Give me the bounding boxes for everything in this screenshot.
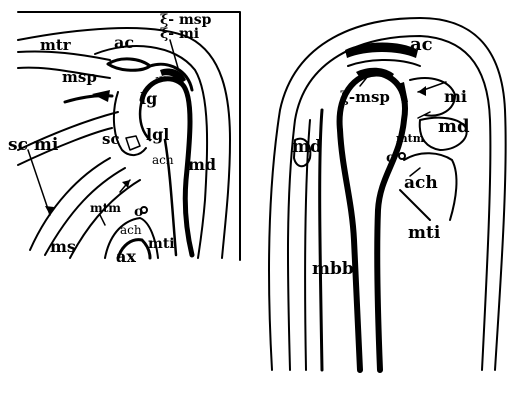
label-mti-right: mti	[408, 223, 441, 243]
label-ms: ms	[50, 237, 76, 256]
label-ax: ax	[116, 247, 136, 266]
label-md-left-right-panel: md	[292, 137, 322, 157]
label-mti-left: mti	[148, 236, 175, 252]
label-lg: lg	[140, 89, 157, 108]
label-ach-left: ach	[152, 153, 174, 167]
left-panel-drawing	[17, 11, 241, 261]
label-sc: sc	[102, 130, 120, 148]
label-xi-msp-left: ξ- msp	[160, 12, 212, 28]
label-o-right: o	[386, 150, 395, 166]
label-mi-right: mi	[444, 87, 467, 106]
label-xi-msp-right: ξ-msp	[340, 88, 390, 106]
label-lgl: lgl	[146, 125, 169, 144]
label-mtm-right: mtm	[396, 132, 425, 145]
label-ac-left: ac	[114, 33, 134, 52]
label-mtm-left: mtm	[90, 201, 121, 215]
label-mbb: mbb	[312, 259, 354, 279]
label-ach-right: ach	[404, 173, 438, 193]
label-sc-mi: sc mi	[8, 135, 59, 155]
label-o-left: o	[134, 204, 143, 220]
label-msp-left: msp	[62, 68, 97, 86]
label-md-left: md	[188, 155, 216, 174]
right-panel-drawing	[268, 17, 507, 373]
label-md-right: md	[438, 116, 470, 137]
label-xi-mi-left: ξ- mi	[160, 26, 199, 42]
label-ac-right: ac	[410, 34, 433, 55]
label-mtr: mtr	[40, 36, 72, 54]
label-ach-lower-left: ach	[120, 223, 142, 237]
